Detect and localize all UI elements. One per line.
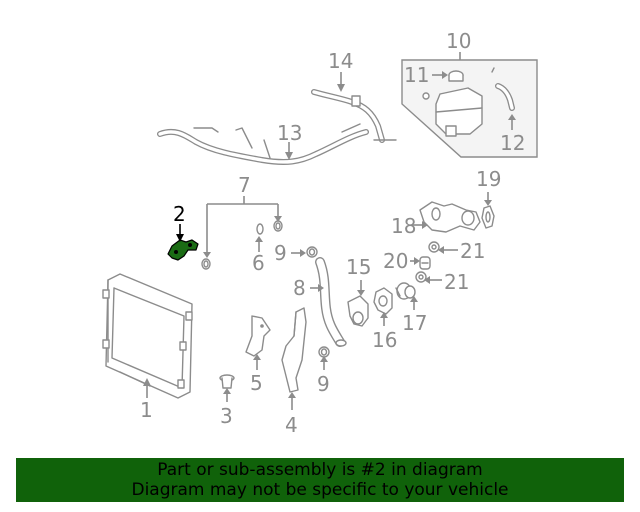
arrow-1 bbox=[143, 378, 151, 386]
tube-part-13 bbox=[157, 123, 369, 165]
banner-line-1: Part or sub-assembly is #2 in diagram bbox=[157, 460, 483, 480]
callout-16: 16 bbox=[372, 328, 397, 352]
hose-part-8 bbox=[315, 257, 347, 347]
callout-6: 6 bbox=[252, 251, 265, 275]
callout-5: 5 bbox=[250, 371, 263, 395]
gasket-part-19 bbox=[481, 205, 495, 229]
arrow-17 bbox=[410, 296, 418, 302]
arrow-2 bbox=[176, 234, 184, 242]
tube-part-14 bbox=[311, 89, 397, 143]
arrow-9b bbox=[320, 356, 328, 362]
arrow-6 bbox=[255, 236, 263, 242]
clamp-part-7b bbox=[273, 220, 283, 232]
callout-21a: 21 bbox=[460, 239, 485, 263]
arrow-4 bbox=[288, 392, 296, 398]
parts-diagram: 1 2 3 4 5 6 bbox=[102, 29, 538, 437]
sensor-part-20 bbox=[419, 256, 431, 270]
callout-14: 14 bbox=[328, 49, 353, 73]
cap-part-11 bbox=[448, 70, 464, 82]
bracket-leader-7 bbox=[203, 196, 282, 258]
hose-part-6 bbox=[206, 223, 264, 270]
arrow-21a bbox=[438, 246, 444, 254]
arrow-16 bbox=[380, 312, 388, 318]
arrow-5 bbox=[253, 354, 261, 360]
housing-part-15 bbox=[347, 295, 369, 327]
callout-19: 19 bbox=[476, 167, 501, 191]
info-banner: Part or sub-assembly is #2 in diagram Di… bbox=[16, 458, 624, 502]
callout-13: 13 bbox=[277, 121, 302, 145]
callout-4: 4 bbox=[285, 413, 298, 437]
callout-21b: 21 bbox=[444, 270, 469, 294]
arrow-15 bbox=[357, 290, 365, 296]
callout-3: 3 bbox=[220, 404, 233, 428]
gasket-part-16 bbox=[373, 287, 393, 315]
arrow-3 bbox=[223, 388, 231, 394]
arrow-21b bbox=[424, 276, 430, 284]
callout-9b: 9 bbox=[317, 372, 330, 396]
callout-12: 12 bbox=[500, 131, 525, 155]
arrow-11 bbox=[442, 71, 448, 79]
callout-7: 7 bbox=[238, 173, 251, 197]
arrow-9a bbox=[300, 249, 306, 257]
hose-part-12 bbox=[491, 67, 515, 111]
arrow-19 bbox=[484, 200, 492, 206]
callout-8: 8 bbox=[293, 276, 306, 300]
outlet-part-18 bbox=[419, 201, 481, 233]
callout-17: 17 bbox=[402, 311, 427, 335]
callout-11: 11 bbox=[404, 63, 429, 87]
callout-2: 2 bbox=[173, 202, 186, 226]
shroud-part-4 bbox=[281, 307, 307, 393]
baffle-part-5 bbox=[245, 315, 271, 357]
callout-20: 20 bbox=[383, 249, 408, 273]
plug-part-3 bbox=[219, 374, 235, 389]
reservoir-tank bbox=[422, 87, 483, 137]
clamp-part-9a bbox=[306, 246, 318, 258]
arrow-8 bbox=[318, 284, 324, 292]
callout-18: 18 bbox=[391, 214, 416, 238]
washer-part-21a bbox=[428, 241, 440, 253]
callout-10: 10 bbox=[446, 29, 471, 53]
bracket-part-2 bbox=[167, 239, 199, 261]
arrow-13 bbox=[285, 152, 293, 160]
washer-part-21b bbox=[415, 271, 427, 283]
arrow-18 bbox=[422, 221, 428, 229]
callout-1: 1 bbox=[140, 398, 153, 422]
banner-line-2: Diagram may not be specific to your vehi… bbox=[131, 480, 509, 500]
callout-9a: 9 bbox=[274, 241, 287, 265]
thermostat-part-17 bbox=[395, 282, 416, 300]
callout-15: 15 bbox=[346, 255, 371, 279]
arrow-12 bbox=[508, 114, 516, 120]
arrow-20 bbox=[414, 257, 420, 265]
clamp-part-9b bbox=[318, 346, 330, 358]
clamp-part-7a bbox=[201, 258, 211, 270]
arrow-14 bbox=[337, 84, 345, 92]
